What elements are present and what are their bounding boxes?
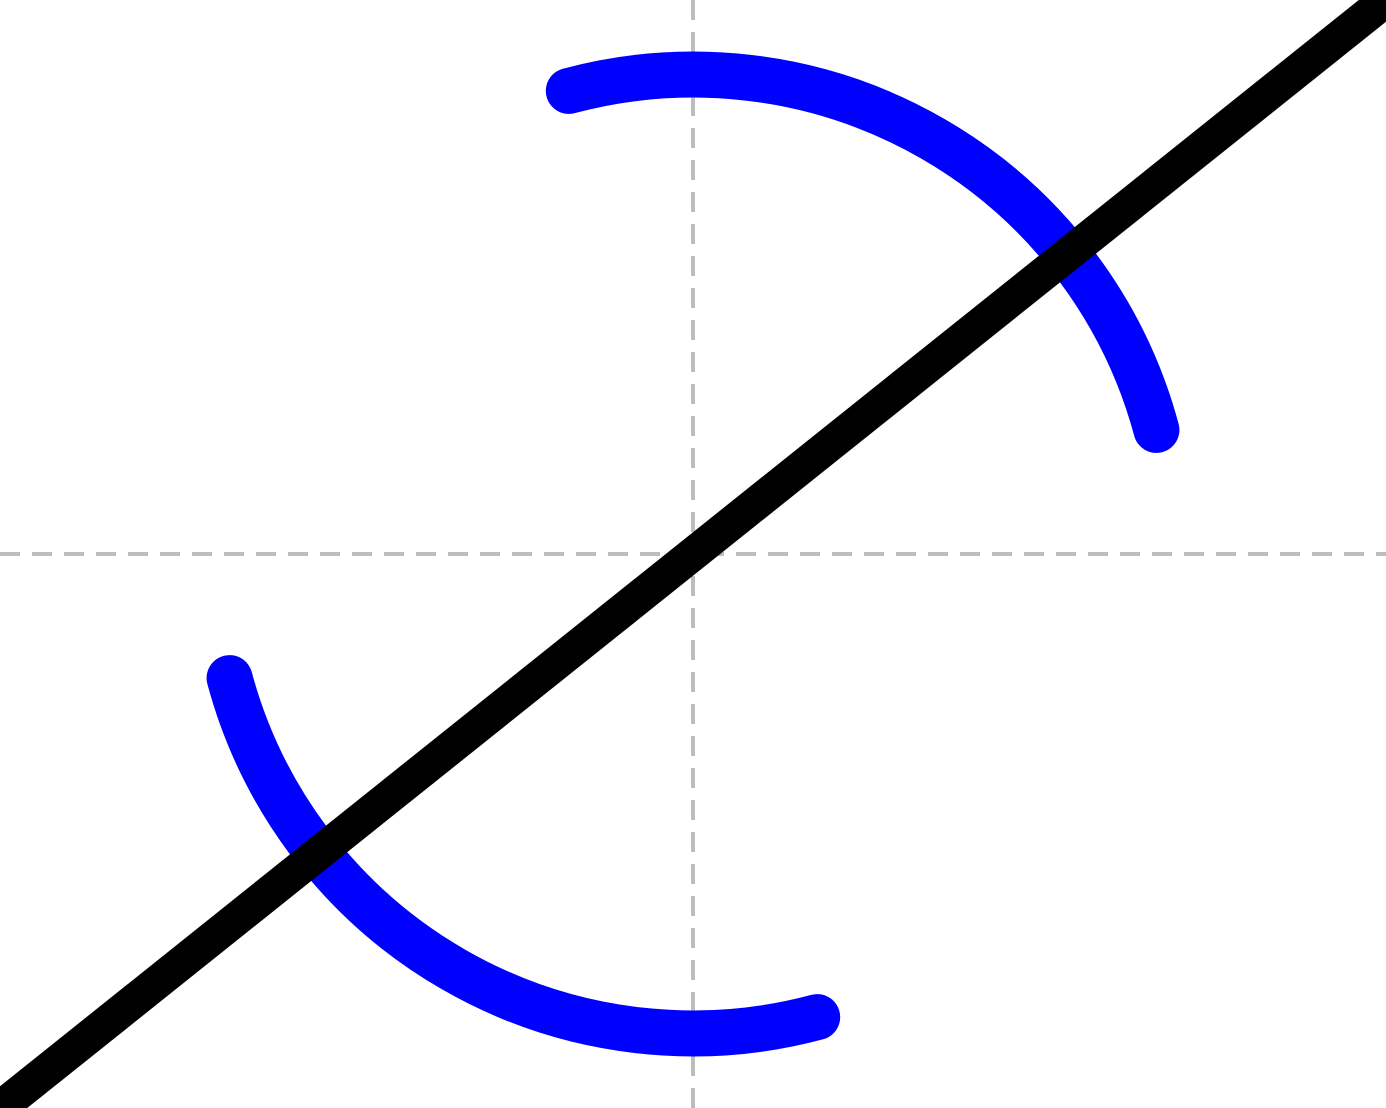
lower-arc	[206, 655, 841, 1057]
arcs-layer	[206, 51, 1180, 1057]
upper-arc	[545, 51, 1180, 453]
